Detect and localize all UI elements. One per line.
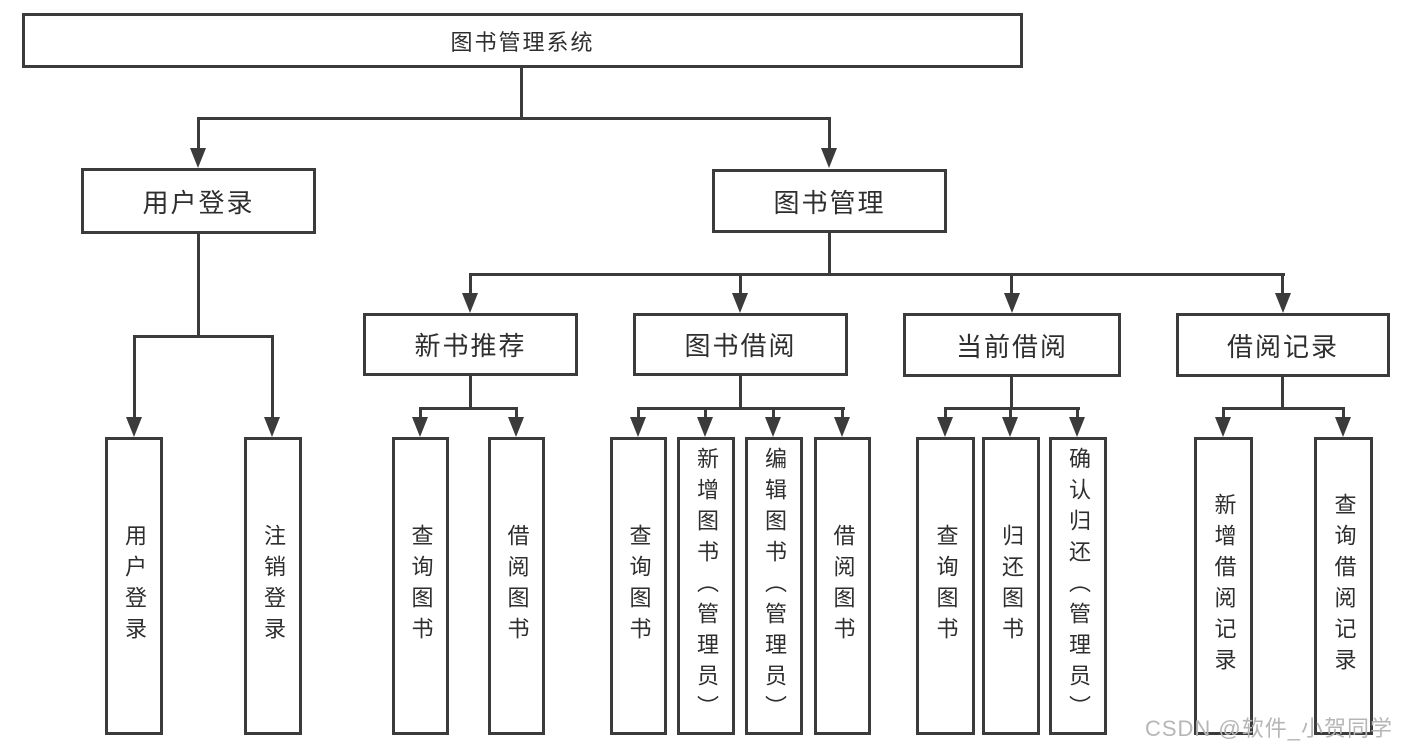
connector-line (1010, 377, 1013, 410)
node-confirm-return-admin: 确认归还（管理员） (1049, 437, 1107, 735)
connector-line (841, 410, 844, 419)
connector-line (1222, 407, 1345, 410)
connector-line (704, 410, 707, 419)
arrowhead-icon (765, 417, 781, 437)
node-label: 归还图书 (999, 524, 1024, 648)
connector-line (944, 410, 947, 419)
connector-line (1342, 410, 1345, 419)
connector-line (419, 407, 518, 410)
arrowhead-icon (732, 293, 748, 313)
arrowhead-icon (190, 148, 206, 168)
connector-line (133, 338, 136, 418)
arrowhead-icon (937, 417, 953, 437)
node-logout: 注销登录 (244, 437, 302, 735)
node-label: 借阅记录 (1226, 331, 1339, 362)
connector-line (828, 120, 831, 149)
node-new-book-recommendation: 新书推荐 (363, 313, 578, 376)
node-label: 借阅图书 (504, 524, 530, 648)
connector-line (469, 376, 472, 410)
connector-line (1010, 276, 1013, 294)
node-label: 图书管理系统 (450, 29, 595, 55)
node-borrow-books-recommend: 借阅图书 (488, 437, 545, 735)
arrowhead-icon (697, 417, 713, 437)
arrowhead-icon (1004, 293, 1020, 313)
connector-line (133, 335, 274, 338)
connector-line (419, 410, 422, 419)
arrowhead-icon (1335, 417, 1351, 437)
arrowhead-icon (462, 293, 478, 313)
node-query-books-recommend: 查询图书 (392, 437, 449, 735)
connector-line (197, 234, 200, 338)
node-label: 查询图书 (933, 524, 959, 648)
arrowhead-icon (1069, 417, 1085, 437)
node-borrow-books-borrowing: 借阅图书 (814, 437, 871, 735)
connector-line (469, 276, 472, 294)
node-label: 当前借阅 (955, 331, 1068, 362)
connector-line (197, 120, 200, 149)
connector-line (469, 273, 1285, 276)
connector-line (637, 410, 640, 419)
node-label: 图书借阅 (684, 331, 797, 361)
arrowhead-icon (821, 148, 837, 168)
node-library-management-system: 图书管理系统 (22, 13, 1023, 68)
node-borrowing-records: 借阅记录 (1176, 313, 1390, 377)
connector-line (944, 407, 1080, 410)
node-label: 图书管理 (773, 187, 886, 218)
connector-line (271, 338, 274, 418)
arrowhead-icon (126, 417, 142, 437)
node-return-books: 归还图书 (982, 437, 1040, 735)
connector-line (1009, 410, 1012, 419)
node-label: 查询图书 (408, 524, 434, 648)
node-current-borrowing: 当前借阅 (903, 313, 1121, 377)
node-label: 注销登录 (261, 524, 286, 648)
node-label: 新书推荐 (414, 331, 527, 361)
arrowhead-icon (1002, 417, 1018, 437)
connector-line (1281, 276, 1284, 294)
connector-line (739, 376, 742, 410)
node-label: 新增借阅记录 (1211, 493, 1237, 679)
node-query-borrow-record: 查询借阅记录 (1314, 437, 1373, 735)
node-label: 查询图书 (626, 524, 652, 648)
arrowhead-icon (1215, 417, 1231, 437)
node-label: 新增图书（管理员） (694, 446, 719, 726)
connector-line (739, 276, 742, 294)
arrowhead-icon (508, 417, 524, 437)
node-query-books-borrowing: 查询图书 (610, 437, 667, 735)
connector-line (1076, 410, 1079, 419)
node-user-login-leaf: 用户登录 (105, 437, 163, 735)
node-label: 编辑图书（管理员） (762, 446, 787, 726)
node-label: 借阅图书 (830, 524, 856, 648)
connector-line (515, 410, 518, 419)
node-user-login: 用户登录 (81, 168, 316, 234)
arrowhead-icon (264, 417, 280, 437)
arrowhead-icon (630, 417, 646, 437)
node-edit-books-admin: 编辑图书（管理员） (745, 437, 803, 735)
arrowhead-icon (412, 417, 428, 437)
connector-line (1222, 410, 1225, 419)
node-add-borrow-record: 新增借阅记录 (1194, 437, 1253, 735)
connector-line (828, 233, 831, 276)
node-book-management: 图书管理 (712, 169, 947, 233)
connector-line (520, 68, 523, 117)
arrowhead-icon (834, 417, 850, 437)
node-add-books-admin: 新增图书（管理员） (677, 437, 735, 735)
arrowhead-icon (1275, 293, 1291, 313)
connector-line (637, 407, 845, 410)
connector-line (772, 410, 775, 419)
node-label: 查询借阅记录 (1331, 493, 1357, 679)
node-label: 用户登录 (122, 524, 147, 648)
node-book-borrowing: 图书借阅 (633, 313, 848, 376)
connector-line (1281, 377, 1284, 410)
node-label: 用户登录 (142, 187, 255, 218)
node-label: 确认归还（管理员） (1066, 446, 1091, 726)
csdn-watermark: CSDN @软件_小贺同学 (1144, 716, 1393, 741)
node-query-books-current: 查询图书 (916, 437, 975, 735)
connector-line (197, 117, 831, 120)
